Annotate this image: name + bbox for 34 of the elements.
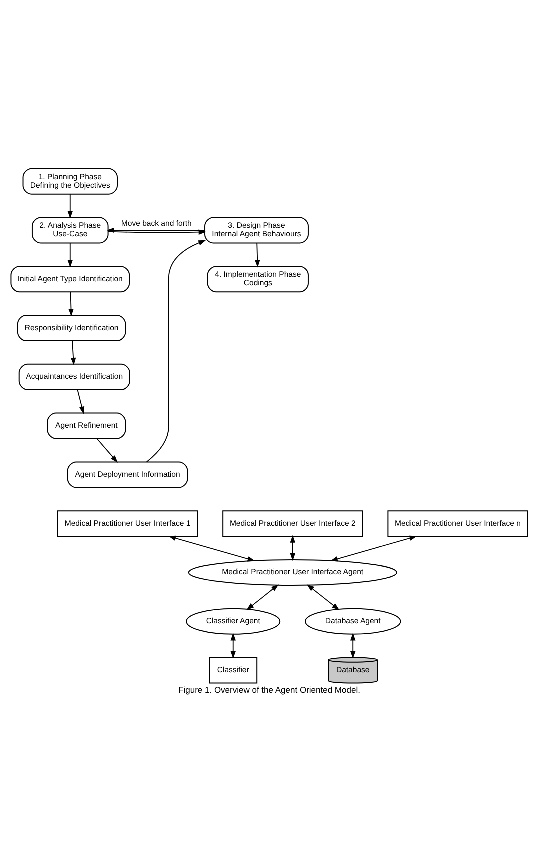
arrow [230,632,236,658]
arrow [77,389,85,414]
arrow [68,242,74,268]
arrow [290,534,296,561]
node-box: Medical Practitioner User Interface 1 [57,510,198,537]
arrow [168,535,256,562]
arrow [70,340,76,365]
node-ellipse: Medical Practitioner User Interface Agent [188,559,398,586]
node-box: Classifier [209,656,258,684]
node-box: Agent Deployment Information [67,461,188,488]
node-box: 1. Planning Phase Defining the Objectives [22,168,118,194]
node-box: Medical Practitioner User Interface 2 [222,510,364,537]
node-box: Acquaintances Identification [18,363,130,390]
arrow [96,438,118,462]
node-box: 4. Implementation Phase Codings [207,266,309,292]
node-box: Agent Refinement [47,412,126,439]
arrow [106,227,206,233]
edge-label: Move back and forth [121,218,192,228]
arrow [254,242,260,268]
node-box: Responsibility Identification [17,314,126,342]
arrow [68,194,74,218]
node-box: 3. Design Phase Internal Agent Behaviours [204,216,309,244]
arrow [146,240,206,462]
node-box: 2. Analysis Phase Use-Case [32,216,109,244]
node-ellipse: Database Agent [305,608,402,634]
arrow [350,632,356,658]
arrow [246,584,279,610]
node-box: Medical Practitioner User Interface n [388,510,528,537]
caption: Figure 1. Overview of the Agent Oriented Model. [178,684,360,694]
node-box: Initial Agent Type Identification [10,266,130,292]
arrow [68,291,74,316]
arrow [330,535,418,562]
node-ellipse: Classifier Agent [186,608,281,634]
arrow [307,584,340,610]
